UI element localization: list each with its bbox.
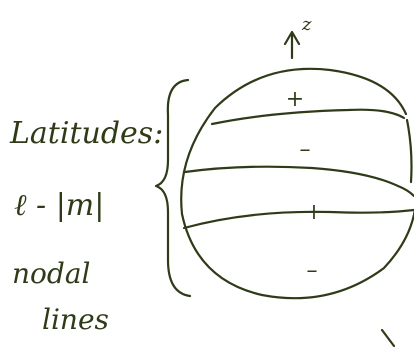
z-axis-label: z xyxy=(301,14,312,35)
latitudes-label: Latitudes: xyxy=(9,116,163,151)
sign-plus-top: + xyxy=(286,87,304,112)
sign-minus-upper: – xyxy=(300,137,311,162)
stray-mark xyxy=(382,330,394,346)
lines-label: lines xyxy=(42,303,109,336)
latitude-line-2 xyxy=(185,167,414,196)
nodal-label: nodal xyxy=(12,257,90,290)
latitude-line-3 xyxy=(184,210,414,228)
formula-label: ℓ - |m| xyxy=(14,188,104,223)
sphere-edge-right xyxy=(407,120,412,182)
curly-brace xyxy=(156,80,190,296)
z-axis-arrow xyxy=(285,32,299,58)
sign-plus-lower: + xyxy=(305,200,323,225)
latitude-line-1 xyxy=(212,110,404,124)
sign-minus-bottom: – xyxy=(307,258,318,283)
